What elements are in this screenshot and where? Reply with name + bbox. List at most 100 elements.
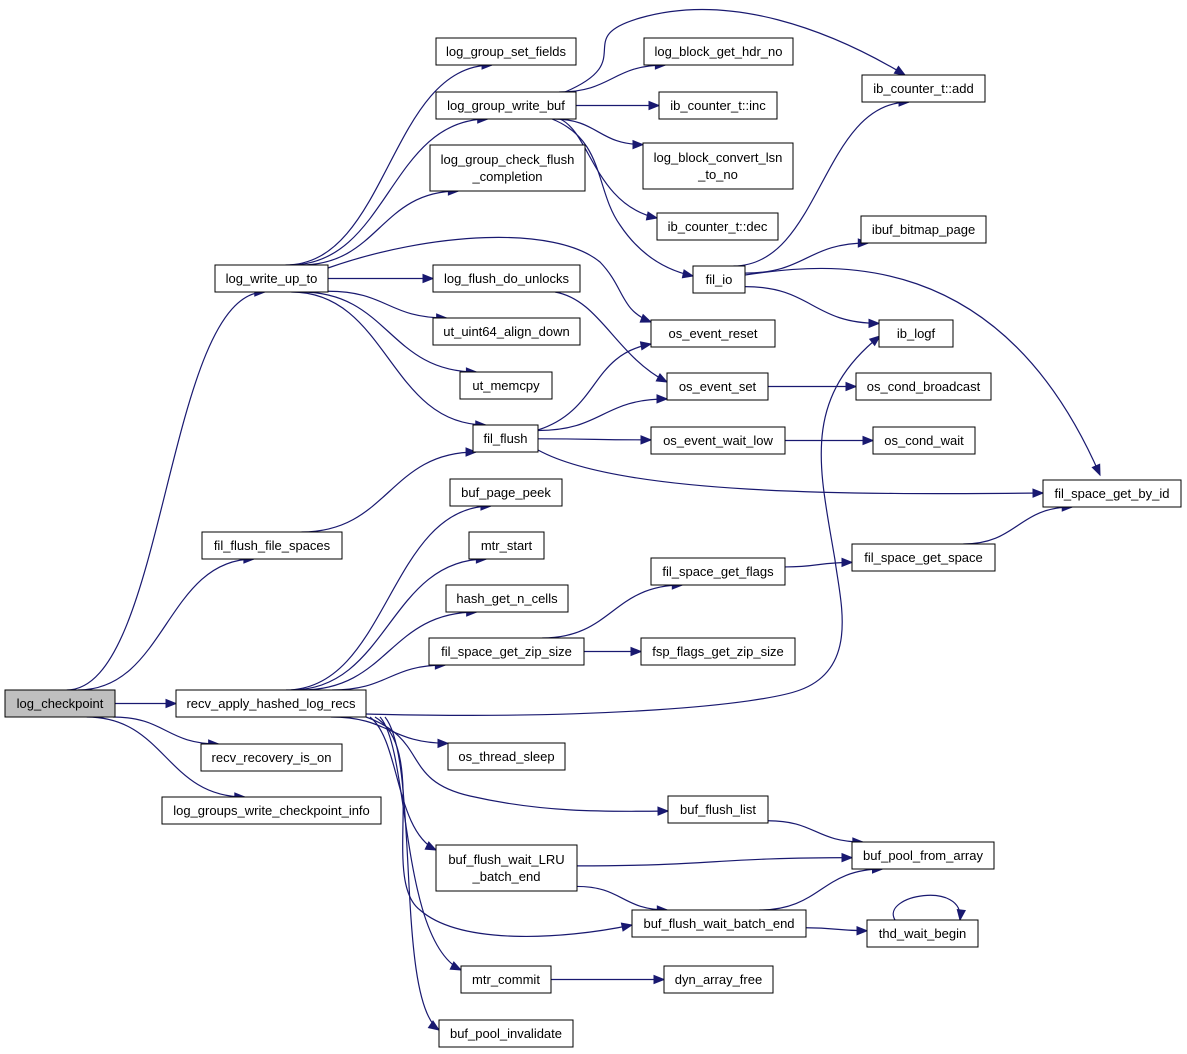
node-box xyxy=(643,37,794,66)
node-box xyxy=(851,543,996,572)
node-ib-counter-dec[interactable]: ib_counter_t::dec xyxy=(656,212,779,241)
edge-log-group-write-buf-to-log-block-convert-lsn-to-no-arrowhead xyxy=(632,139,645,150)
node-label: log_block_convert_lsn xyxy=(654,150,783,165)
edge-log-checkpoint-to-log-groups-write-checkpoint-info xyxy=(86,716,245,798)
node-box xyxy=(459,371,553,400)
node-label: os_event_wait_low xyxy=(663,433,773,448)
node-box xyxy=(432,264,581,293)
node-log-block-get-hdr-no[interactable]: log_block_get_hdr_no xyxy=(643,37,794,66)
node-fil-flush-file-spaces[interactable]: fil_flush_file_spaces xyxy=(201,531,343,560)
node-box xyxy=(866,919,979,948)
edge-recv-apply-hashed-log-recs-to-hash-get-n-cells xyxy=(301,611,477,691)
node-log-checkpoint[interactable]: log_checkpoint xyxy=(4,689,116,718)
node-recv-apply-hashed-log-recs[interactable]: recv_apply_hashed_log_recs xyxy=(175,689,367,718)
edge-fil-space-get-space-to-fil-space-get-by-id xyxy=(963,506,1073,545)
edge-log-group-write-buf-to-log-block-convert-lsn-to-no xyxy=(553,118,644,146)
node-box xyxy=(658,91,778,120)
edge-log-checkpoint-to-recv-recovery-is-on xyxy=(112,716,219,745)
node-ib-counter-add[interactable]: ib_counter_t::add xyxy=(861,74,986,103)
node-log-group-check-flush-completion[interactable]: log_group_check_flush_completion xyxy=(429,144,586,192)
edge-log-write-up-to-to-ut-memcpy xyxy=(301,291,477,373)
node-os-cond-wait[interactable]: os_cond_wait xyxy=(872,426,976,455)
node-box xyxy=(650,319,776,348)
node-log-flush-do-unlocks[interactable]: log_flush_do_unlocks xyxy=(432,264,581,293)
node-label: fil_space_get_zip_size xyxy=(441,644,572,659)
node-os-thread-sleep[interactable]: os_thread_sleep xyxy=(447,742,566,771)
edge-fil-space-get-flags-to-fil-space-get-space-arrowhead xyxy=(841,557,854,568)
node-label: buf_pool_invalidate xyxy=(450,1026,562,1041)
node-os-event-wait-low[interactable]: os_event_wait_low xyxy=(650,426,786,455)
node-box xyxy=(663,965,774,994)
node-fil-io[interactable]: fil_io xyxy=(692,265,746,294)
edge-fil-space-get-zip-size-to-fsp-flags-get-zip-size-arrowhead xyxy=(630,646,643,657)
edge-recv-apply-hashed-log-recs-to-buf-flush-list-arrowhead xyxy=(657,806,670,816)
node-box xyxy=(855,372,992,401)
node-label: os_cond_wait xyxy=(884,433,964,448)
edge-thd-wait-begin-to-thd-wait-begin-arrowhead xyxy=(956,908,967,922)
node-ut-memcpy[interactable]: ut_memcpy xyxy=(459,371,553,400)
edge-fil-io-to-ib-logf-arrowhead xyxy=(868,318,881,329)
node-log-groups-write-checkpoint-info[interactable]: log_groups_write_checkpoint_info xyxy=(161,796,382,825)
edge-log-group-write-buf-to-fil-io xyxy=(551,118,694,277)
node-box xyxy=(692,265,746,294)
edge-log-flush-do-unlocks-to-os-event-set-arrowhead xyxy=(655,372,669,383)
edge-log-group-write-buf-to-ib-counter-inc-arrowhead xyxy=(648,100,661,111)
node-fsp-flags-get-zip-size[interactable]: fsp_flags_get_zip_size xyxy=(640,637,796,666)
edge-recv-apply-hashed-log-recs-to-buf-flush-list xyxy=(365,716,669,812)
node-thd-wait-begin[interactable]: thd_wait_begin xyxy=(866,919,979,948)
edge-recv-apply-hashed-log-recs-to-fil-space-get-zip-size xyxy=(332,664,446,691)
node-ibuf-bitmap-page[interactable]: ibuf_bitmap_page xyxy=(860,215,987,244)
node-label: recv_apply_hashed_log_recs xyxy=(186,696,356,711)
node-mtr-start[interactable]: mtr_start xyxy=(468,531,545,560)
node-buf-flush-wait-batch-end[interactable]: buf_flush_wait_batch_end xyxy=(631,909,807,938)
edge-fil-flush-file-spaces-to-fil-flush xyxy=(301,451,477,533)
edge-recv-apply-hashed-log-recs-to-buf-pool-invalidate xyxy=(384,716,440,1031)
edge-fil-io-to-fil-space-get-by-id-arrowhead xyxy=(1091,463,1101,477)
node-buf-pool-from-array[interactable]: buf_pool_from_array xyxy=(851,841,995,870)
node-box xyxy=(872,426,976,455)
edge-fil-flush-to-fil-space-get-by-id xyxy=(537,449,1044,495)
node-ib-counter-inc[interactable]: ib_counter_t::inc xyxy=(658,91,778,120)
node-log-group-write-buf[interactable]: log_group_write_buf xyxy=(435,91,577,120)
node-ib-logf[interactable]: ib_logf xyxy=(878,319,954,348)
node-mtr-commit[interactable]: mtr_commit xyxy=(460,965,552,994)
node-label: mtr_commit xyxy=(472,972,540,987)
edge-log-write-up-to-to-fil-flush xyxy=(291,291,486,426)
node-os-event-set[interactable]: os_event_set xyxy=(666,372,769,401)
node-label: _to_no xyxy=(697,167,738,182)
node-buf-flush-list[interactable]: buf_flush_list xyxy=(667,795,769,824)
node-ut-uint64-align-down[interactable]: ut_uint64_align_down xyxy=(432,317,581,346)
node-label: os_thread_sleep xyxy=(458,749,554,764)
node-os-cond-broadcast[interactable]: os_cond_broadcast xyxy=(855,372,992,401)
node-label: thd_wait_begin xyxy=(879,926,966,941)
node-log-write-up-to[interactable]: log_write_up_to xyxy=(214,264,329,293)
node-hash-get-n-cells[interactable]: hash_get_n_cells xyxy=(445,584,569,613)
edge-mtr-commit-to-dyn-array-free-arrowhead xyxy=(653,974,666,985)
node-fil-flush[interactable]: fil_flush xyxy=(472,424,539,453)
node-recv-recovery-is-on[interactable]: recv_recovery_is_on xyxy=(200,743,343,772)
node-box xyxy=(631,909,807,938)
edge-recv-apply-hashed-log-recs-to-buf-flush-wait-LRU-batch-end-arrowhead xyxy=(424,841,438,851)
node-fil-space-get-zip-size[interactable]: fil_space_get_zip_size xyxy=(428,637,585,666)
node-dyn-array-free[interactable]: dyn_array_free xyxy=(663,965,774,994)
node-box xyxy=(214,264,329,293)
node-box xyxy=(460,965,552,994)
node-fil-space-get-space[interactable]: fil_space_get_space xyxy=(851,543,996,572)
edge-recv-apply-hashed-log-recs-to-buf-page-peek xyxy=(286,505,491,691)
node-log-group-set-fields[interactable]: log_group_set_fields xyxy=(435,37,577,66)
edge-fil-io-to-ib-logf xyxy=(744,286,880,324)
node-buf-pool-invalidate[interactable]: buf_pool_invalidate xyxy=(438,1019,574,1048)
edge-fil-flush-to-os-event-reset xyxy=(537,343,652,431)
node-box xyxy=(468,531,545,560)
edge-log-checkpoint-to-recv-apply-hashed-log-recs-arrowhead xyxy=(165,698,178,709)
node-fil-space-get-by-id[interactable]: fil_space_get_by_id xyxy=(1042,479,1182,508)
node-label: ib_counter_t::add xyxy=(873,81,973,96)
node-buf-flush-wait-LRU-batch-end[interactable]: buf_flush_wait_LRU_batch_end xyxy=(435,844,578,892)
node-label: os_event_set xyxy=(679,379,757,394)
node-fil-space-get-flags[interactable]: fil_space_get_flags xyxy=(650,557,786,586)
node-box xyxy=(175,689,367,718)
node-log-block-convert-lsn-to-no[interactable]: log_block_convert_lsn _to_no xyxy=(642,142,794,190)
node-buf-page-peek[interactable]: buf_page_peek xyxy=(449,478,563,507)
node-os-event-reset[interactable]: os_event_reset xyxy=(650,319,776,348)
node-box xyxy=(642,142,794,190)
